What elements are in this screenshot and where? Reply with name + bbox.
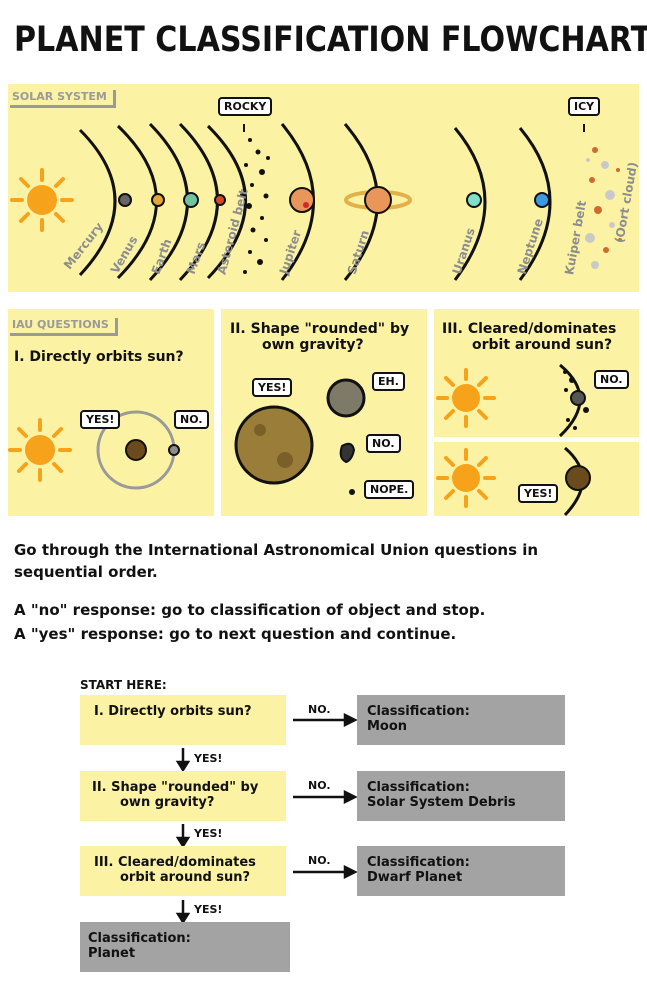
classification-planet-line2: Planet [88,946,136,961]
flow-no-label-1: NO. [308,703,331,716]
start-here-label: START HERE: [80,678,167,692]
instructions-line-1: Go through the International Astronomica… [14,541,539,559]
flow-question-2: II. Shape "rounded" by own gravity? [80,771,286,821]
classification-debris: Classification: Solar System Debris [357,771,565,821]
neptune-planet [534,192,550,208]
flow-q2-line2: own gravity? [120,795,215,810]
earth-planet [183,192,199,208]
q2-nope-bubble: NOPE. [364,480,415,499]
mercury-planet [118,193,132,207]
q2-yes-bubble: YES! [252,378,293,397]
tiny-debris [349,489,355,495]
iau-questions-tag: IAU QUESTIONS [10,318,118,336]
q2-no-bubble: NO. [366,434,401,453]
page-title: PLANET CLASSIFICATION FLOWCHART [14,20,647,60]
q2-eh-bubble: EH. [372,372,405,391]
dwarf-body-q3 [570,390,586,406]
flow-no-label-2: NO. [308,779,331,792]
flow-q3-line1: III. Cleared/dominates [94,855,256,870]
classification-dwarf-line1: Classification: [367,855,470,870]
planet-q1 [125,439,147,461]
q1-no-bubble: NO. [174,410,209,429]
flow-arrows [175,712,358,925]
classification-moon-line1: Classification: [367,704,470,719]
saturn-planet [344,186,412,214]
flow-q1-text: I. Directly orbits sun? [94,704,252,719]
classification-moon-line2: Moon [367,719,408,734]
rounded-body-large [234,405,314,485]
iau-question-3-line1: III. Cleared/dominates [442,321,617,337]
classification-dwarf-line2: Dwarf Planet [367,870,463,885]
instructions-line-3: A "no" response: go to classification of… [14,601,486,619]
asteroid-belt [240,138,270,274]
solar-system-tag: SOLAR SYSTEM [10,90,116,108]
classification-moon: Classification: Moon [357,695,565,745]
iau-question-3-line2: orbit around sun? [472,337,613,353]
iau-question-2-line1: II. Shape "rounded" by [230,321,410,337]
irregular-body-small [339,442,356,464]
moon-q1 [168,444,180,456]
instructions-line-2: sequential order. [14,563,158,581]
icy-bubble: ICY [568,97,601,116]
venus-planet [151,193,165,207]
orbit-debris [563,370,589,430]
iau-question-1: I. Directly orbits sun? [14,349,184,365]
iau-question-2-line2: own gravity? [262,337,364,353]
flow-q2-line1: II. Shape "rounded" by [92,780,259,795]
classification-planet-line1: Classification: [88,931,191,946]
instructions-line-4: A "yes" response: go to next question an… [14,625,457,643]
flow-question-1: I. Directly orbits sun? [80,695,286,745]
classification-dwarf-planet: Classification: Dwarf Planet [357,846,565,896]
flow-q3-line2: orbit around sun? [120,870,251,885]
classification-debris-line2: Solar System Debris [367,795,516,810]
classification-debris-line1: Classification: [367,780,470,795]
classification-planet: Classification: Planet [80,922,290,972]
flow-yes-label-1: YES! [194,752,223,765]
flow-question-3: III. Cleared/dominates orbit around sun? [80,846,286,896]
mars-planet [214,194,226,206]
flow-no-label-3: NO. [308,854,331,867]
q1-yes-bubble: YES! [80,410,121,429]
flow-yes-label-3: YES! [194,903,223,916]
q3-yes-bubble: YES! [518,484,559,503]
sun-icon [8,418,72,482]
sun-icon [436,448,496,508]
kuiper-belt [585,147,622,269]
planet-q3 [565,465,591,491]
flow-yes-label-2: YES! [194,827,223,840]
q3-no-bubble: NO. [594,370,629,389]
rocky-bubble: ROCKY [218,97,273,116]
uranus-planet [466,192,482,208]
sun-icon [436,368,496,428]
almost-rounded-body [326,378,366,418]
sun-icon [10,168,74,232]
